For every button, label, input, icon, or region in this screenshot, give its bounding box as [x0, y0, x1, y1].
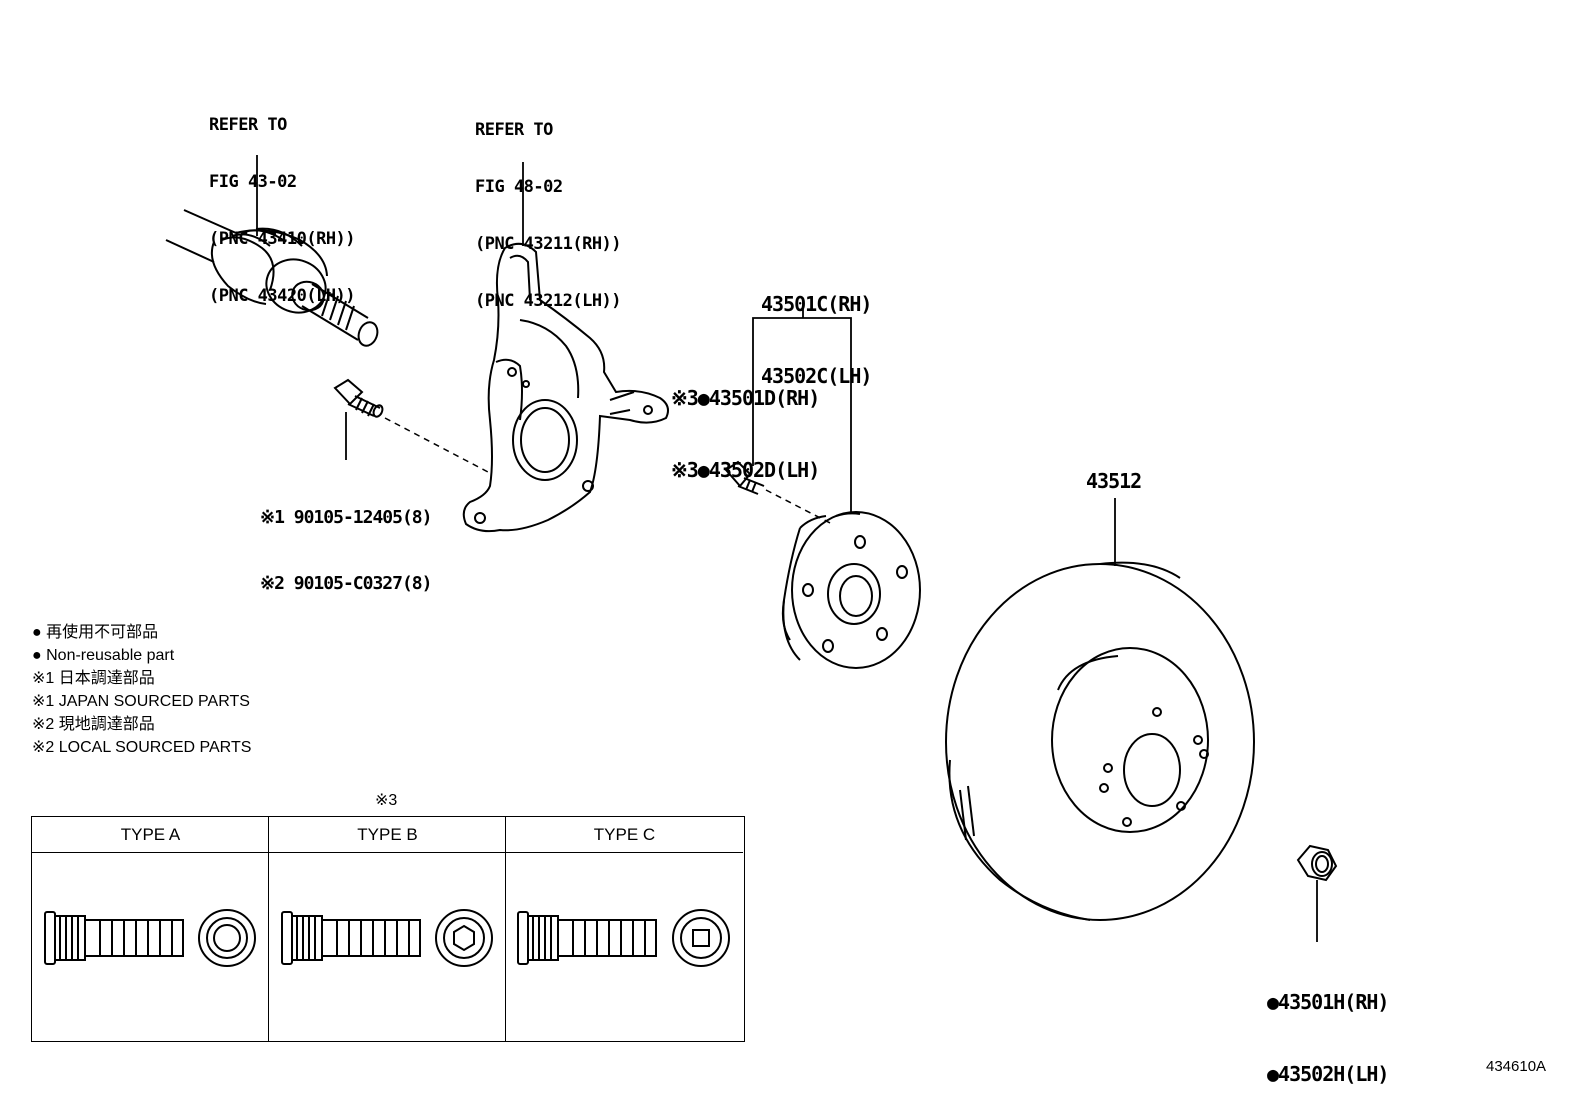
legend-item: ※2 現地調達部品 [32, 716, 155, 733]
type-column-a [32, 817, 269, 1041]
stud-type-a-illustration [44, 909, 256, 967]
knuckle-bolt-part-1[interactable]: ※1 90105-12405(8) [260, 507, 432, 528]
hub-bolt-part-number[interactable]: ※3●43501D(RH) ※3●43502D(LH) [671, 338, 820, 506]
figure-id: 434610A [1486, 1058, 1547, 1075]
type-table: TYPE A TYPE B TYPE C [31, 816, 745, 1042]
stud-type-b-illustration [281, 909, 493, 967]
type-header-a: TYPE A [32, 817, 269, 853]
knuckle-bolt-illustration [333, 378, 489, 473]
knuckle-callout-line-1: REFER TO [475, 120, 553, 140]
hub-part-lh[interactable]: 43502C(LH) [761, 364, 872, 388]
hub-bolt-illustration [724, 460, 833, 525]
stud-type-c-illustration [517, 909, 730, 967]
type-table-caption: ※3 [375, 792, 398, 809]
hub-bolt-part-lh[interactable]: ※3●43502D(LH) [671, 458, 820, 482]
hub-assembly-illustration [781, 511, 921, 669]
legend-item: ※1 JAPAN SOURCED PARTS [32, 693, 250, 710]
knuckle-bolt-part-number[interactable]: ※1 90105-12405(8) ※2 90105-C0327(8) [260, 463, 432, 617]
driveshaft-callout-line-2: FIG 43-02 [209, 172, 297, 192]
drive-shaft-illustration [165, 209, 379, 347]
steering-knuckle-illustration [462, 242, 669, 533]
nut-part-rh[interactable]: ●43501H(RH) [1267, 990, 1389, 1014]
legend: ● 再使用不可部品 ● Non-reusable part ※1 日本調達部品 … [32, 621, 251, 759]
type-header-c: TYPE C [506, 817, 743, 853]
leader-lines [256, 155, 1318, 942]
brake-disc-illustration [945, 561, 1255, 921]
driveshaft-callout: REFER TO FIG 43-02 (PNC 43410(RH)) (PNC … [209, 78, 356, 325]
hub-part-number[interactable]: 43501C(RH) 43502C(LH) [761, 244, 872, 412]
nut-part-lh[interactable]: ●43502H(LH) [1267, 1062, 1389, 1086]
disc-part-number[interactable]: 43512 [1086, 469, 1142, 493]
nut-illustration [1296, 844, 1338, 882]
type-column-b [269, 817, 506, 1041]
legend-item: ※1 日本調達部品 [32, 670, 155, 687]
legend-item: ● Non-reusable part [32, 647, 175, 664]
knuckle-callout-line-3: (PNC 43211(RH)) [475, 234, 622, 254]
knuckle-callout-line-2: FIG 48-02 [475, 177, 563, 197]
hub-bolt-part-rh[interactable]: ※3●43501D(RH) [671, 386, 820, 410]
legend-item: ※2 LOCAL SOURCED PARTS [32, 739, 252, 756]
driveshaft-callout-line-3: (PNC 43410(RH)) [209, 229, 356, 249]
driveshaft-callout-line-1: REFER TO [209, 115, 287, 135]
knuckle-bolt-part-2[interactable]: ※2 90105-C0327(8) [260, 573, 432, 594]
hub-part-rh[interactable]: 43501C(RH) [761, 292, 872, 316]
driveshaft-callout-line-4: (PNC 43420(LH)) [209, 286, 356, 306]
knuckle-callout-line-4: (PNC 43212(LH)) [475, 291, 622, 311]
knuckle-callout: REFER TO FIG 48-02 (PNC 43211(RH)) (PNC … [475, 83, 622, 330]
type-header-b: TYPE B [269, 817, 506, 853]
legend-item: ● 再使用不可部品 [32, 624, 159, 641]
nut-part-number[interactable]: ●43501H(RH) ●43502H(LH) [1267, 942, 1389, 1110]
